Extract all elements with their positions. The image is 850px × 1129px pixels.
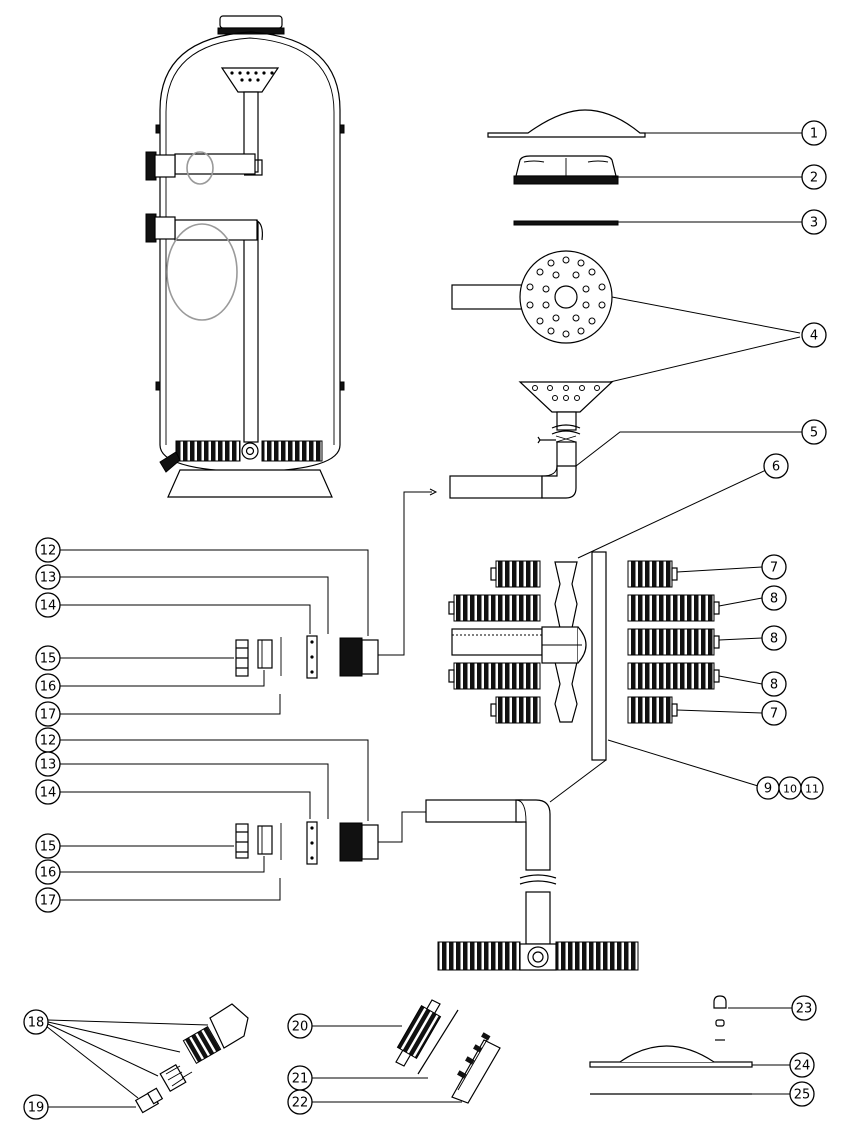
part-drain-assembly	[134, 1003, 249, 1114]
svg-text:12: 12	[40, 544, 57, 559]
tank-lateral-left	[175, 440, 241, 462]
svg-text:22: 22	[292, 1096, 309, 1111]
lower-bulkhead-set	[235, 821, 379, 865]
callout-20: 20	[287, 1013, 313, 1039]
svg-text:8: 8	[770, 592, 778, 607]
part-top-cover	[513, 155, 619, 185]
callout-11: 11	[800, 776, 824, 800]
svg-text:14: 14	[40, 786, 57, 801]
svg-text:2: 2	[810, 171, 818, 186]
svg-text:9: 9	[764, 782, 772, 797]
callout-22: 22	[287, 1089, 313, 1115]
svg-text:16: 16	[40, 680, 57, 695]
lateral-assembly	[448, 551, 720, 761]
callout-23: 23	[791, 995, 817, 1021]
callout-18: 18	[23, 1009, 49, 1035]
svg-text:15: 15	[40, 652, 57, 667]
callout-12-lower: 12	[35, 727, 61, 753]
part-diffuser-side-view	[518, 381, 614, 413]
svg-text:1: 1	[810, 127, 818, 142]
callout-1: 1	[801, 120, 827, 146]
callout-6: 6	[763, 453, 789, 479]
tank-base	[167, 469, 333, 498]
svg-text:7: 7	[770, 707, 778, 722]
callout-8-first: 8	[761, 585, 787, 611]
svg-text:4: 4	[810, 329, 818, 344]
leader-lines	[45, 132, 802, 1108]
svg-text:24: 24	[794, 1059, 811, 1074]
svg-text:21: 21	[292, 1072, 309, 1087]
tank-shell-inner	[165, 37, 335, 445]
callout-13-upper: 13	[35, 564, 61, 590]
svg-text:13: 13	[40, 571, 57, 586]
tank-lateral-right	[261, 440, 323, 462]
svg-text:14: 14	[40, 599, 57, 614]
svg-text:10: 10	[783, 783, 797, 796]
callout-21: 21	[287, 1065, 313, 1091]
part-sight-glass-assembly	[589, 995, 753, 1095]
callout-7-upper: 7	[761, 554, 787, 580]
tank-shell-outer	[159, 31, 341, 445]
svg-text:5: 5	[810, 426, 818, 441]
upper-bulkhead-set	[235, 635, 379, 679]
callout-14-upper: 14	[35, 592, 61, 618]
callout-17-lower: 17	[35, 887, 61, 913]
callouts: 1 2 3 4 5 6 7 8 8 8 7 9 10 11 12 13 14 1…	[23, 120, 827, 1120]
part-o-ring	[513, 220, 619, 226]
callout-10: 10	[778, 776, 802, 800]
svg-text:7: 7	[770, 561, 778, 576]
callout-2: 2	[801, 164, 827, 190]
part-upper-pipe	[449, 411, 581, 499]
upper-bulkhead-routing-line	[378, 491, 432, 656]
svg-text:6: 6	[772, 460, 780, 475]
svg-text:11: 11	[805, 783, 819, 796]
callout-24: 24	[789, 1052, 815, 1078]
part-diffuser-top-view	[451, 250, 613, 344]
svg-text:17: 17	[40, 894, 57, 909]
callout-12-upper: 12	[35, 537, 61, 563]
svg-text:8: 8	[770, 632, 778, 647]
lower-bulkhead-routing-line	[378, 811, 426, 843]
part-air-relief-assembly	[395, 999, 501, 1104]
tank-top-cover	[219, 15, 283, 29]
callout-7-lower: 7	[761, 700, 787, 726]
tank-top-cover-thread	[217, 27, 285, 35]
part-lid	[487, 109, 646, 138]
callout-8-third: 8	[761, 671, 787, 697]
svg-text:16: 16	[40, 866, 57, 881]
svg-text:8: 8	[770, 678, 778, 693]
svg-text:17: 17	[40, 708, 57, 723]
callout-16-lower: 16	[35, 859, 61, 885]
callout-3: 3	[801, 209, 827, 235]
callout-15-upper: 15	[35, 645, 61, 671]
lower-pipe-assembly	[425, 799, 639, 971]
svg-text:18: 18	[28, 1016, 45, 1031]
svg-text:25: 25	[794, 1088, 811, 1103]
callout-19: 19	[23, 1094, 49, 1120]
svg-text:12: 12	[40, 734, 57, 749]
svg-text:15: 15	[40, 840, 57, 855]
callout-4: 4	[801, 322, 827, 348]
callout-17-upper: 17	[35, 701, 61, 727]
lateral-stand-pipe	[591, 551, 607, 761]
callout-16-upper: 16	[35, 673, 61, 699]
callout-15-lower: 15	[35, 833, 61, 859]
tank-drain-port	[159, 451, 181, 473]
svg-text:23: 23	[796, 1002, 813, 1017]
callout-8-second: 8	[761, 625, 787, 651]
svg-text:20: 20	[292, 1020, 309, 1035]
svg-text:13: 13	[40, 758, 57, 773]
callout-13-lower: 13	[35, 751, 61, 777]
callout-14-lower: 14	[35, 779, 61, 805]
callout-25: 25	[789, 1081, 815, 1107]
svg-text:3: 3	[810, 216, 818, 231]
callout-9: 9	[756, 776, 780, 800]
filter-tank	[145, 15, 345, 498]
callout-5: 5	[801, 419, 827, 445]
svg-text:19: 19	[28, 1101, 45, 1116]
